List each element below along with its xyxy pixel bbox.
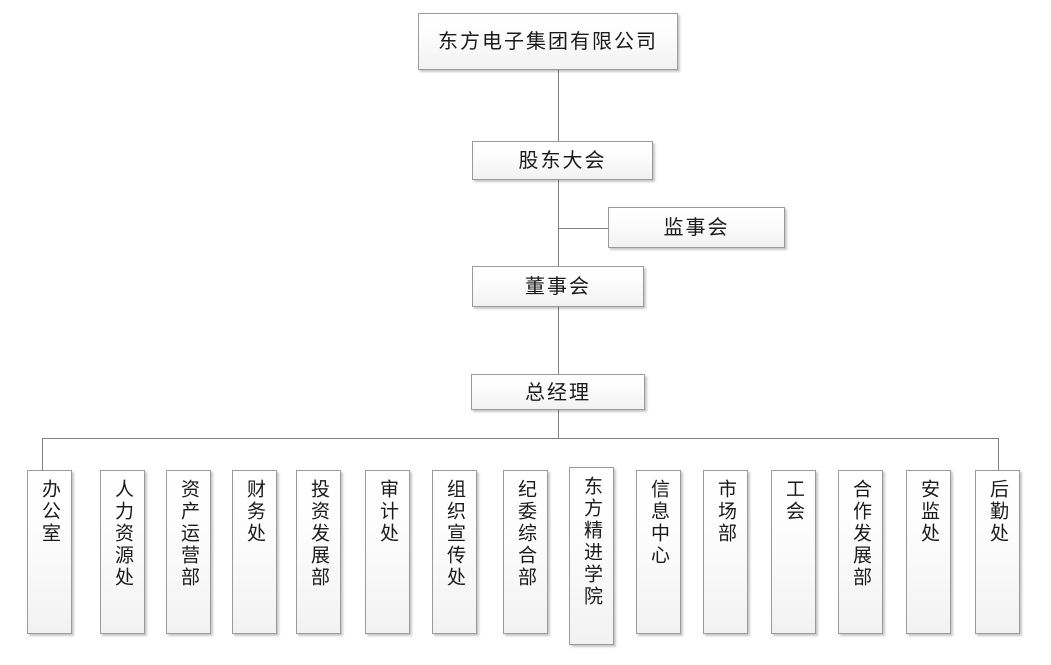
node-shareholders-meeting-label: 股东大会 xyxy=(518,148,607,173)
node-department-discipline-inspection[interactable]: 纪委综合部 xyxy=(503,470,548,634)
node-department-office[interactable]: 办公室 xyxy=(27,470,72,634)
node-department-audit[interactable]: 审计处 xyxy=(365,470,410,634)
node-department-label: 工会 xyxy=(783,479,805,523)
node-department-label: 资产运营部 xyxy=(178,479,200,589)
node-department-label: 后勤处 xyxy=(987,479,1009,545)
node-department-label: 组织宣传处 xyxy=(444,479,466,589)
connector-gm-to-bus xyxy=(558,410,559,438)
node-board-of-supervisors-label: 监事会 xyxy=(663,215,730,240)
node-department-human-resources[interactable]: 人力资源处 xyxy=(100,470,145,634)
node-department-label: 纪委综合部 xyxy=(515,479,537,589)
connector-department-bus xyxy=(42,438,999,439)
connector-shareholders-to-board xyxy=(558,180,559,266)
node-department-label: 人力资源处 xyxy=(112,479,134,589)
connector-board-to-gm xyxy=(558,307,559,374)
node-department-cooperation-development[interactable]: 合作发展部 xyxy=(838,470,883,634)
node-department-label: 办公室 xyxy=(39,479,61,545)
node-department-label: 东方精进学院 xyxy=(581,476,603,608)
node-department-information-center[interactable]: 信息中心 xyxy=(636,470,681,634)
node-department-label: 安监处 xyxy=(918,479,940,545)
node-department-finance[interactable]: 财务处 xyxy=(232,470,277,634)
node-department-dongfang-academy[interactable]: 东方精进学院 xyxy=(569,467,614,645)
node-department-label: 合作发展部 xyxy=(850,479,872,589)
node-department-logistics[interactable]: 后勤处 xyxy=(975,470,1020,634)
node-department-label: 市场部 xyxy=(715,479,737,545)
node-department-labor-union[interactable]: 工会 xyxy=(771,470,816,634)
connector-board-to-supervisors xyxy=(558,228,608,229)
connector-bus-to-first-department xyxy=(42,438,43,470)
node-general-manager-label: 总经理 xyxy=(525,379,591,404)
connector-bus-to-last-department xyxy=(998,438,999,470)
node-shareholders-meeting[interactable]: 股东大会 xyxy=(472,141,653,180)
node-department-asset-operations[interactable]: 资产运营部 xyxy=(166,470,211,634)
node-department-label: 财务处 xyxy=(244,479,266,545)
node-board-of-directors-label: 董事会 xyxy=(525,274,591,299)
node-department-label: 信息中心 xyxy=(648,479,670,567)
node-department-organization-publicity[interactable]: 组织宣传处 xyxy=(432,470,477,634)
node-department-safety-supervision[interactable]: 安监处 xyxy=(906,470,951,634)
node-department-label: 审计处 xyxy=(377,479,399,545)
node-company-label: 东方电子集团有限公司 xyxy=(438,29,658,54)
node-company[interactable]: 东方电子集团有限公司 xyxy=(418,13,678,70)
node-department-investment-development[interactable]: 投资发展部 xyxy=(296,470,341,634)
node-board-of-supervisors[interactable]: 监事会 xyxy=(608,207,785,248)
node-department-label: 投资发展部 xyxy=(308,479,330,589)
node-general-manager[interactable]: 总经理 xyxy=(471,374,645,410)
connector-company-to-shareholders xyxy=(558,70,559,141)
node-department-marketing[interactable]: 市场部 xyxy=(703,470,748,634)
node-board-of-directors[interactable]: 董事会 xyxy=(472,266,644,307)
